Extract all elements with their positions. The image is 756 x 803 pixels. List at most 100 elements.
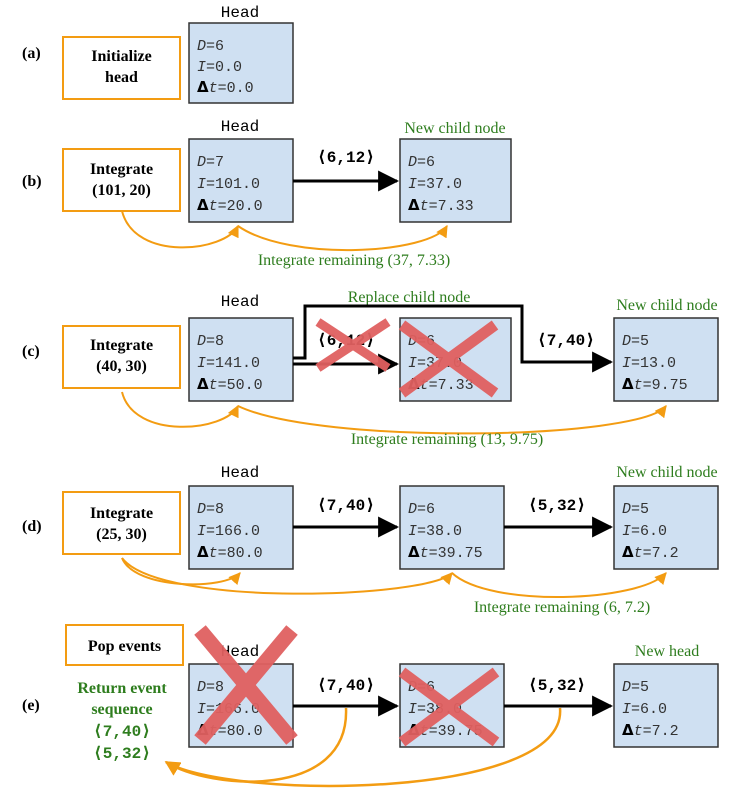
delta-t-value: 9.75 — [652, 377, 688, 394]
depth-value: 7 — [215, 154, 224, 171]
intensity-value: 166.0 — [215, 523, 260, 540]
head-caption: Head — [221, 118, 259, 136]
row-a: (a) Initialize head Head D=6 I=0.0 Δt=0.… — [22, 4, 294, 104]
operation-box — [62, 491, 181, 555]
integrate-remaining-arrow — [237, 405, 667, 435]
svg-text:Δt=39.75: Δt=39.75 — [408, 543, 483, 562]
intensity-value: 37.0 — [426, 176, 462, 193]
svg-text:I=6.0: I=6.0 — [622, 701, 667, 718]
operation-line-1: Initialize — [91, 48, 151, 65]
head-node: D=8 I=141.0 Δt=50.0 — [188, 317, 294, 402]
depth-value: 6 — [426, 501, 435, 518]
replace-arrow — [293, 304, 614, 373]
depth-value: 8 — [215, 501, 224, 518]
svg-text:D=6: D=6 — [408, 501, 435, 518]
edge-event-label: ⟨5,32⟩ — [528, 677, 586, 695]
intensity-value: 6.0 — [640, 523, 667, 540]
depth-value: 8 — [215, 679, 224, 696]
depth-value: 6 — [426, 154, 435, 171]
intensity-value: 13.0 — [640, 355, 676, 372]
head-caption: Head — [221, 293, 259, 311]
svg-text:Δt=20.0: Δt=20.0 — [197, 196, 263, 215]
operation-label: Pop events — [88, 638, 161, 655]
child-caption: New child node — [404, 120, 505, 137]
replace-label: Replace child node — [348, 289, 471, 306]
svg-text:D=6: D=6 — [197, 38, 224, 55]
delta-t-value: 0.0 — [227, 80, 254, 97]
svg-text:Δt=9.75: Δt=9.75 — [622, 375, 688, 394]
svg-text:D=5: D=5 — [622, 501, 649, 518]
cross-icon — [398, 320, 499, 398]
row-c: (c) Integrate (40, 30) Head D=8 I=141.0 … — [22, 289, 719, 448]
operation-box — [62, 325, 181, 389]
row-label: (b) — [22, 173, 42, 190]
delta-t-value: 7.33 — [438, 377, 474, 394]
delta-t-value: 7.33 — [438, 198, 474, 215]
depth-value: 5 — [640, 333, 649, 350]
cross-icon — [194, 625, 298, 745]
delta-t-value: 50.0 — [227, 377, 263, 394]
row-label: (d) — [22, 518, 42, 535]
return-title-line-2: sequence — [91, 701, 152, 718]
depth-value: 8 — [215, 333, 224, 350]
intensity-value: 141.0 — [215, 355, 260, 372]
new-head-caption: New head — [635, 643, 699, 660]
svg-text:I=13.0: I=13.0 — [622, 355, 676, 372]
operation-box — [65, 624, 184, 666]
svg-text:Δt=7.33: Δt=7.33 — [408, 196, 474, 215]
operation-line-2: head — [105, 69, 138, 86]
edge-event-label: ⟨7,40⟩ — [537, 332, 595, 350]
operation-box — [62, 148, 181, 212]
row-d: (d) Integrate (25, 30) Head D=8 I=166.0 … — [22, 464, 719, 616]
row-label: (a) — [22, 45, 41, 62]
svg-text:I=38.0: I=38.0 — [408, 523, 462, 540]
child-node: D=6 I=37.0 Δt=7.33 — [399, 138, 512, 223]
delta-t-value: 80.0 — [227, 723, 263, 740]
return-event-1: ⟨7,40⟩ — [93, 723, 151, 741]
edge-event-label: ⟨7,40⟩ — [317, 497, 375, 515]
row-label: (e) — [22, 697, 40, 714]
delta-t-value: 7.2 — [652, 723, 679, 740]
operation-line-2: (40, 30) — [96, 358, 147, 375]
head-node: D=7 I=101.0 Δt=20.0 — [188, 138, 294, 223]
intensity-value: 101.0 — [215, 176, 260, 193]
head-caption: Head — [221, 464, 259, 482]
operation-line-2: (25, 30) — [96, 526, 147, 543]
svg-text:Δt=50.0: Δt=50.0 — [197, 375, 263, 394]
row-label: (c) — [22, 343, 40, 360]
operation-line-1: Integrate — [90, 337, 153, 354]
delta-t-value: 39.75 — [438, 545, 483, 562]
svg-text:D=7: D=7 — [197, 154, 224, 171]
cross-icon — [315, 318, 391, 372]
cross-icon — [398, 667, 500, 747]
edge-event-label: ⟨6,12⟩ — [317, 149, 375, 167]
child-caption: New child node — [616, 464, 717, 481]
svg-text:D=5: D=5 — [622, 679, 649, 696]
svg-text:I=166.0: I=166.0 — [197, 523, 260, 540]
svg-text:D=6: D=6 — [408, 154, 435, 171]
delta-t-value: 80.0 — [227, 545, 263, 562]
depth-value: 5 — [640, 679, 649, 696]
child-node: D=5 I=6.0 Δt=7.2 — [613, 485, 719, 570]
depth-value: 6 — [215, 38, 224, 55]
integrate-arrow — [121, 391, 239, 428]
operation-box — [62, 36, 181, 100]
delta-t-value: 7.2 — [652, 545, 679, 562]
operation-line-1: Integrate — [90, 161, 153, 178]
svg-text:I=141.0: I=141.0 — [197, 355, 260, 372]
integrate-arrow — [121, 210, 239, 249]
integrate-remaining-label: Integrate remaining (37, 7.33) — [258, 252, 450, 269]
svg-text:D=8: D=8 — [197, 679, 224, 696]
return-arrow — [164, 707, 562, 788]
row-b: (b) Integrate (101, 20) Head D=7 I=101.0… — [22, 118, 512, 269]
svg-text:I=101.0: I=101.0 — [197, 176, 260, 193]
return-event-2: ⟨5,32⟩ — [93, 745, 151, 763]
integrate-remaining-arrow — [451, 572, 667, 598]
intensity-value: 6.0 — [640, 701, 667, 718]
child-node: D=5 I=13.0 Δt=9.75 — [613, 317, 719, 402]
new-head-node: D=5 I=6.0 Δt=7.2 — [613, 663, 719, 748]
edge-event-label: ⟨7,40⟩ — [317, 677, 375, 695]
delta-t-value: 20.0 — [227, 198, 263, 215]
svg-text:D=8: D=8 — [197, 501, 224, 518]
